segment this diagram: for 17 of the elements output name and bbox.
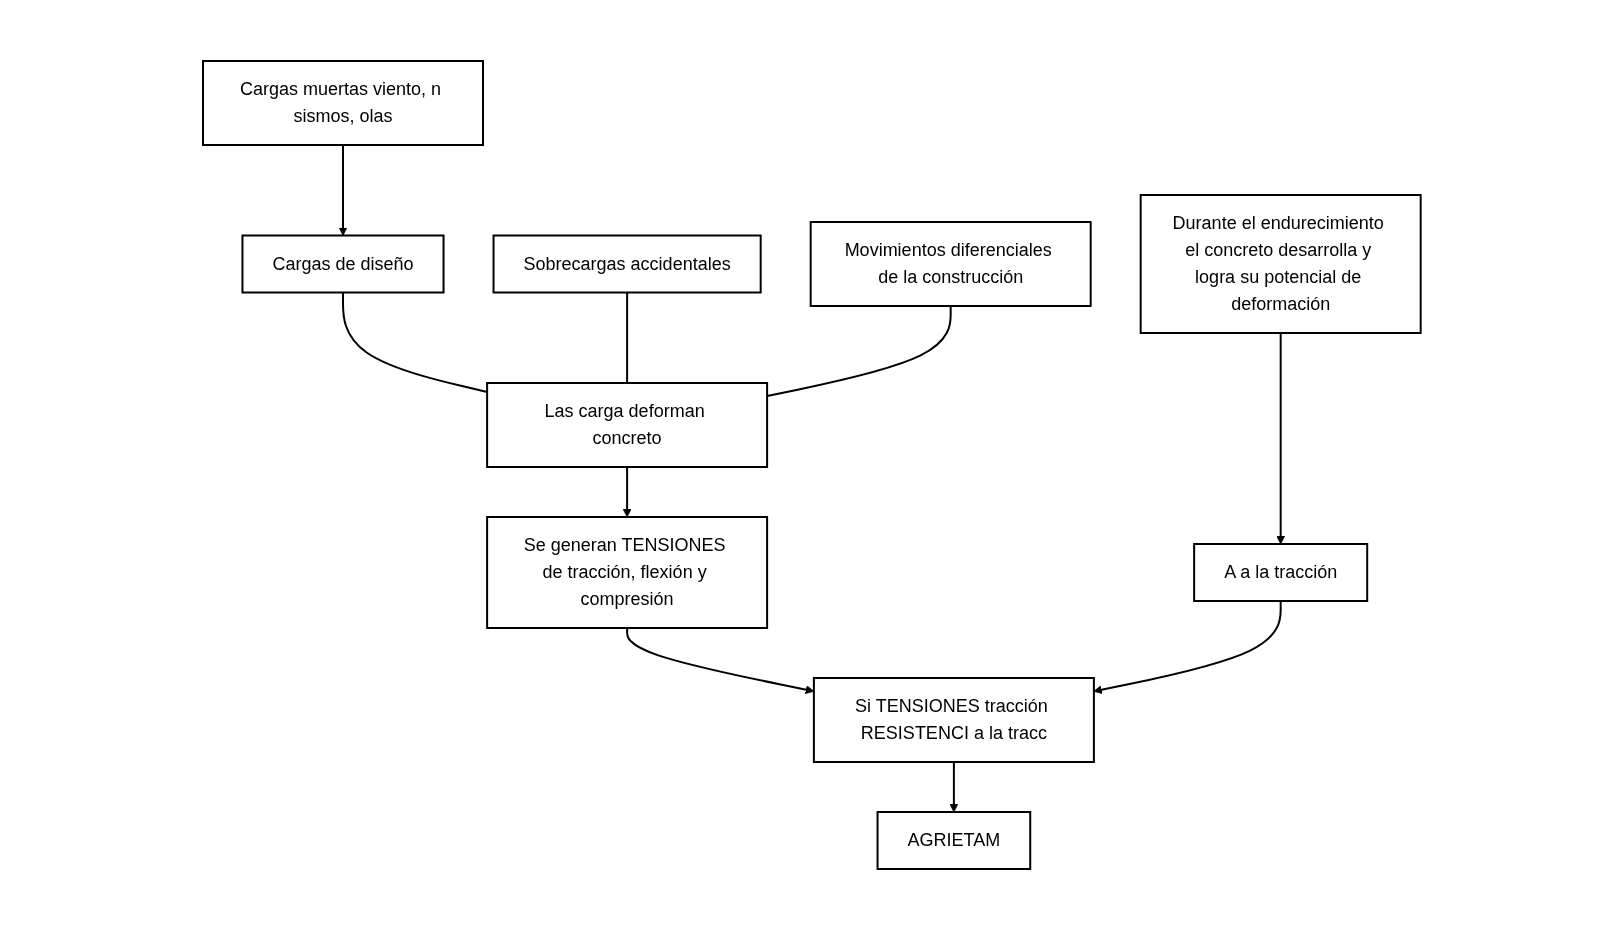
arrow xyxy=(625,627,814,694)
arrow xyxy=(622,466,632,518)
node-box: Sobrecargas accidentales xyxy=(492,234,762,294)
node-box: Se generan TENSIONES de tracción, flexión y compresión xyxy=(485,516,768,629)
node-box: Cargas de diseño xyxy=(241,234,445,294)
arrow xyxy=(949,761,958,813)
node-box: Durante el endurecimiento el concreto desarrolla y logra su potencial de deformación xyxy=(1139,194,1422,334)
node-box: A a la tracción xyxy=(1192,543,1368,602)
arrow xyxy=(1093,600,1282,694)
connector xyxy=(625,291,628,384)
arrow xyxy=(338,144,348,236)
node-box: Cargas muertas viento, n sismos, olas xyxy=(201,60,484,146)
node-box: Las carga deforman concreto xyxy=(485,382,768,468)
node-box: AGRIETAM xyxy=(876,811,1031,870)
node-box: Movimientos diferenciales de la construcción xyxy=(809,221,1092,307)
arrow xyxy=(1275,332,1285,545)
node-box: Si TENSIONES tracción RESISTENCI a la tracc xyxy=(812,677,1095,763)
